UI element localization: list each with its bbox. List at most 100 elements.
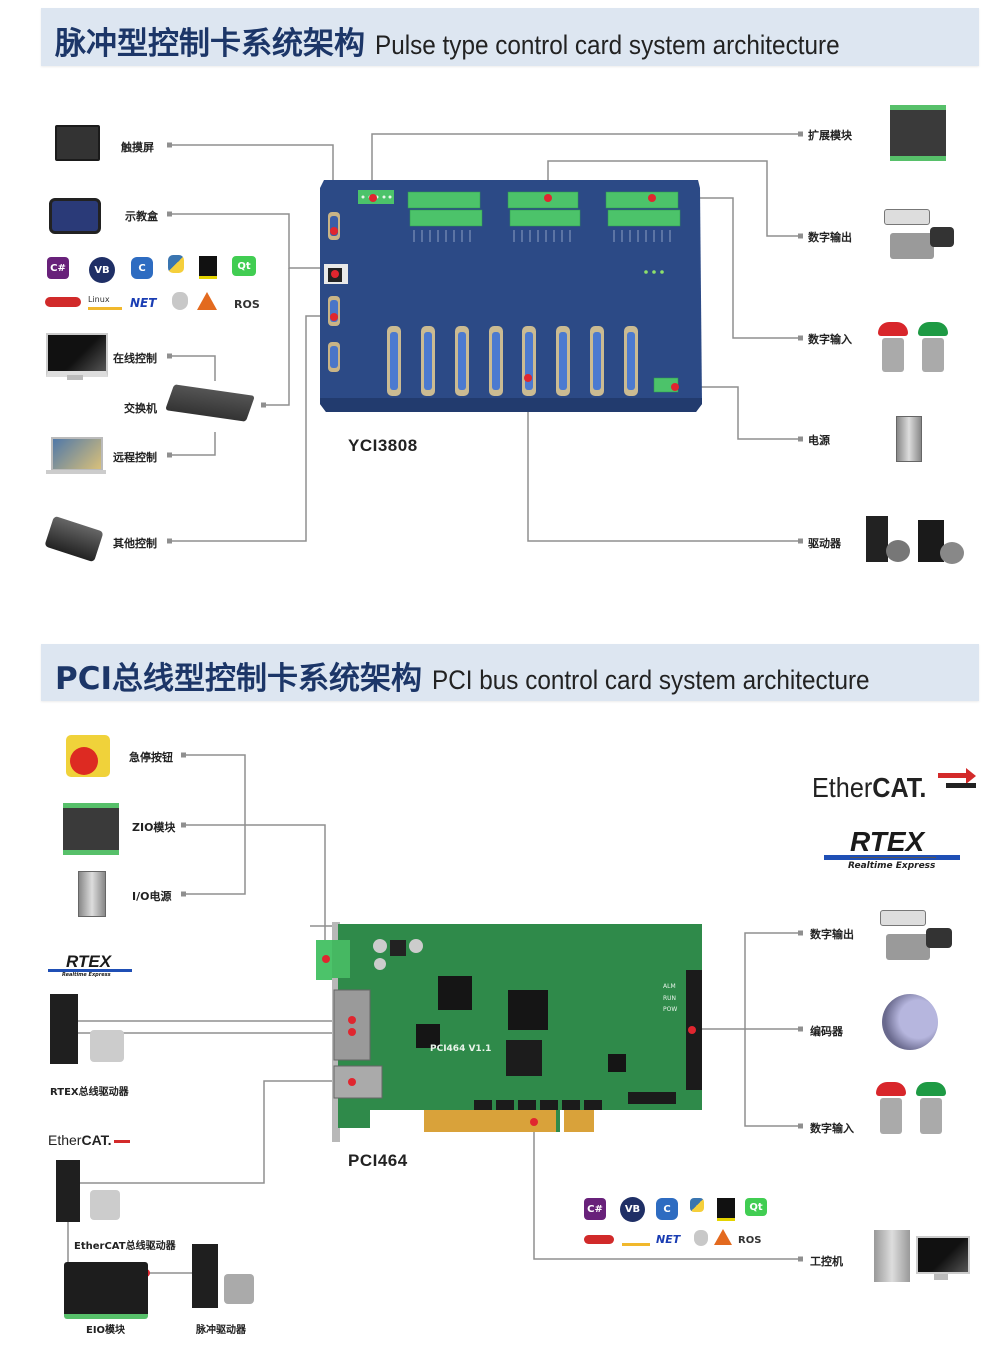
linux-logo-icon: Linux xyxy=(88,295,122,310)
emergency-stop-icon xyxy=(66,735,110,777)
section1-banner: 脉冲型控制卡系统架构 Pulse type control card system… xyxy=(41,8,979,66)
zio-module-icon xyxy=(63,803,119,855)
monitor-icon xyxy=(46,333,108,377)
rtex-logo-icon: RTEX Realtime Express xyxy=(824,826,960,874)
ethercat-plain: Ether xyxy=(812,772,873,803)
apple-logo-icon-2 xyxy=(694,1230,708,1246)
right-label-digital-input-2: 数字输入 xyxy=(810,1122,854,1135)
rtex-logo-small-icon: RTEX Realtime Express xyxy=(48,952,132,980)
monitor-stand xyxy=(67,375,83,380)
right-label-expansion-module: 扩展模块 xyxy=(808,129,852,142)
c-logo-icon-2: C xyxy=(656,1198,678,1220)
line-online xyxy=(172,355,216,381)
left-label-remote-control: 远程控制 xyxy=(113,451,157,464)
line-digital-input-2 xyxy=(744,1029,800,1127)
rtex-servo-drive-icon xyxy=(50,994,130,1066)
ethercat-logo-icon: EtherCAT. xyxy=(812,772,926,804)
ethercat-arrow-icon xyxy=(938,768,976,794)
led-label-pow: POW xyxy=(663,1006,678,1013)
section2-title-cn: PCI总线型控制卡系统架构 xyxy=(55,661,423,697)
vb-logo-icon-2: VB xyxy=(620,1197,645,1222)
ethercat-logo-small-icon: EtherCAT. xyxy=(48,1132,130,1148)
apple-logo-icon xyxy=(172,292,188,310)
line-digital-output xyxy=(547,160,800,237)
rtex-subtitle: Realtime Express xyxy=(848,861,936,871)
industrial-pc-icon xyxy=(872,1230,970,1284)
right-label-encoder: 编码器 xyxy=(810,1025,843,1038)
left-label-zio: ZIO模块 xyxy=(132,821,176,834)
line-power xyxy=(675,386,800,440)
line-remote xyxy=(172,432,216,456)
pci464-silk-label: PCI464 V1.1 xyxy=(430,1044,492,1054)
section1-connection-lines xyxy=(167,131,803,544)
eio-module-label: EIO模块 xyxy=(86,1325,126,1336)
right-label-ipc: 工控机 xyxy=(810,1255,843,1268)
rtex-drive-label: RTEX总线驱动器 xyxy=(50,1087,129,1098)
right-label-digital-input: 数字输入 xyxy=(808,333,852,346)
right-label-digital-output: 数字输出 xyxy=(808,231,852,244)
io-power-icon xyxy=(78,871,106,917)
section1-title-en: Pulse type control card system architect… xyxy=(375,30,840,60)
ethercat-bold: CAT. xyxy=(872,772,927,803)
line-ethercat xyxy=(68,1080,350,1184)
pulse-servo-drive-icon xyxy=(192,1244,262,1310)
line-switch xyxy=(266,268,290,406)
matlab-logo-icon-2 xyxy=(714,1229,732,1245)
delphi-logo-icon-2 xyxy=(584,1235,614,1244)
line-drive xyxy=(527,378,800,542)
led-label-alm: ALM xyxy=(663,983,676,990)
pci464-board xyxy=(316,922,702,1142)
ros-logo-icon: ROS xyxy=(234,298,260,311)
rtex-small-subtitle: Realtime Express xyxy=(62,972,111,978)
dotnet-logo-icon: NET xyxy=(130,296,157,310)
right-label-digital-output-2: 数字输出 xyxy=(810,928,854,941)
left-label-touchscreen: 触摸屏 xyxy=(121,141,154,154)
rtex-title: RTEX xyxy=(850,826,925,857)
line-other-control xyxy=(172,315,333,542)
csharp-logo-icon: C# xyxy=(47,257,69,279)
labview-logo-icon-2 xyxy=(717,1198,735,1221)
solenoid-valve-icon xyxy=(880,207,956,267)
yci3808-board xyxy=(320,180,702,412)
line-zio xyxy=(186,824,326,940)
section1-title-cn: 脉冲型控制卡系统架构 xyxy=(55,26,365,62)
pulse-drive-label: 脉冲驱动器 xyxy=(196,1325,246,1336)
left-label-io-power: I/O电源 xyxy=(132,890,172,903)
section2-banner: PCI总线型控制卡系统架构 PCI bus control card system… xyxy=(41,644,979,701)
csharp-logo-icon-2: C# xyxy=(584,1198,606,1220)
left-label-switch: 交换机 xyxy=(124,402,157,415)
ros-logo-icon-2: ROS xyxy=(738,1235,762,1246)
linux-logo-icon-2 xyxy=(622,1233,650,1246)
right-label-drive: 驱动器 xyxy=(808,537,841,550)
push-button-icon-2 xyxy=(874,1082,954,1140)
python-logo-icon-2 xyxy=(690,1198,704,1212)
left-label-teach-pendant: 示教盒 xyxy=(125,210,158,223)
labview-logo-icon xyxy=(199,256,217,279)
python-logo-icon xyxy=(168,255,184,273)
pci464-model-label: PCI464 xyxy=(348,1151,408,1170)
servo-drive-icon xyxy=(864,516,968,568)
delphi-logo-icon xyxy=(45,297,81,307)
rtex-small-title: RTEX xyxy=(66,952,112,971)
dotnet-logo-icon-2: NET xyxy=(656,1233,681,1246)
left-label-other-control: 其他控制 xyxy=(113,537,157,550)
expansion-module-icon xyxy=(890,105,946,161)
right-label-power: 电源 xyxy=(808,434,830,447)
qt-logo-icon-2: Qt xyxy=(745,1198,767,1216)
line-ipc xyxy=(533,1121,800,1260)
solenoid-valve-icon-2 xyxy=(876,908,956,968)
ethercat-small-bold: CAT. xyxy=(81,1132,112,1148)
laptop-base xyxy=(46,470,106,474)
qt-logo-icon: Qt xyxy=(232,256,256,276)
touchscreen-icon xyxy=(55,125,100,161)
section2-title-en: PCI bus control card system architecture xyxy=(432,665,870,695)
line-digital-output-2 xyxy=(692,932,800,1030)
left-label-estop: 急停按钮 xyxy=(129,751,173,764)
teach-pendant-icon xyxy=(49,198,101,234)
led-label-run: RUN xyxy=(663,995,677,1002)
line-expansion xyxy=(371,133,800,198)
yci3808-model-label: YCI3808 xyxy=(348,436,418,455)
left-label-online-control: 在线控制 xyxy=(113,352,157,365)
eio-module-icon xyxy=(64,1262,148,1319)
ethercat-small-plain: Ether xyxy=(48,1132,82,1148)
